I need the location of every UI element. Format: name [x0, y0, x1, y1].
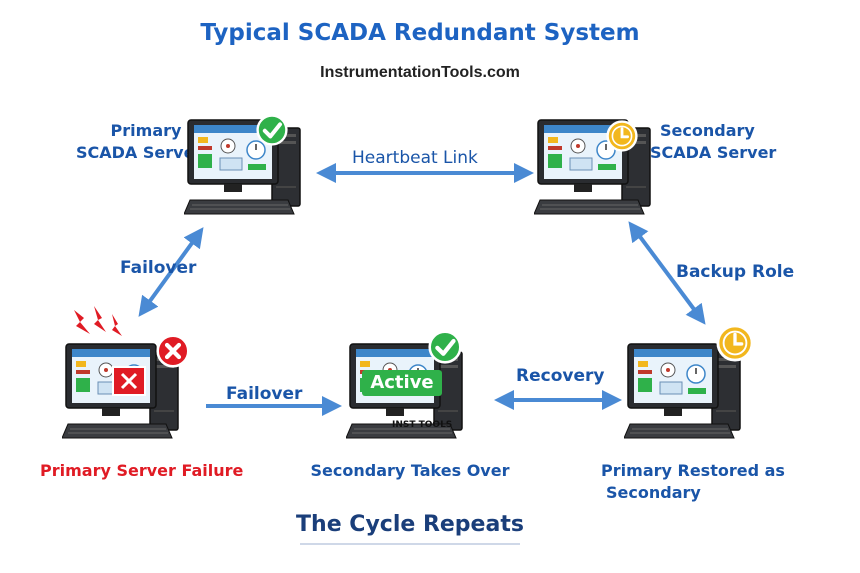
heartbeat-label: Heartbeat Link — [352, 148, 478, 168]
recovery-label: Recovery — [516, 366, 605, 386]
failover-diag-label: Failover — [120, 258, 197, 278]
subtitle: InstrumentationTools.com — [320, 64, 520, 81]
secondary-computer — [534, 116, 664, 226]
primary-computer — [184, 116, 314, 226]
failover-horiz-label: Failover — [226, 384, 303, 404]
primary-label: Primary SCADA Server — [76, 120, 202, 164]
primary-label-line1: Primary — [110, 121, 182, 140]
secondary-label: Secondary SCADA Server — [650, 120, 790, 164]
green-check-icon — [256, 114, 288, 146]
green-check-icon — [428, 330, 462, 364]
failure-label: Primary Server Failure — [40, 461, 244, 480]
secondary-label-line1: Secondary — [660, 121, 755, 140]
yellow-clock-icon — [716, 324, 754, 362]
restored-label-line2: Secondary — [606, 483, 701, 502]
footer-divider — [300, 543, 520, 545]
backup-role-arrow — [628, 221, 706, 325]
restored-label-line1: Primary Restored as — [601, 461, 785, 480]
error-screen-icon — [112, 366, 146, 396]
page-title: Typical SCADA Redundant System — [200, 20, 640, 46]
brand-label: INST TOOLS — [392, 420, 453, 430]
active-badge: Active — [362, 370, 442, 396]
secondary-label-line2: SCADA Server — [650, 143, 777, 162]
alert-sparks-icon — [74, 306, 122, 336]
backup-role-label: Backup Role — [676, 262, 795, 282]
red-x-icon — [156, 334, 190, 368]
takeover-label: Secondary Takes Over — [310, 461, 510, 480]
primary-label-line2: SCADA Server — [76, 143, 203, 162]
failover-diag-arrow — [138, 227, 204, 317]
restored-label: Primary Restored as Secondary — [598, 460, 788, 504]
cycle-repeats-label: The Cycle Repeats — [296, 512, 524, 537]
yellow-clock-icon — [606, 120, 638, 152]
